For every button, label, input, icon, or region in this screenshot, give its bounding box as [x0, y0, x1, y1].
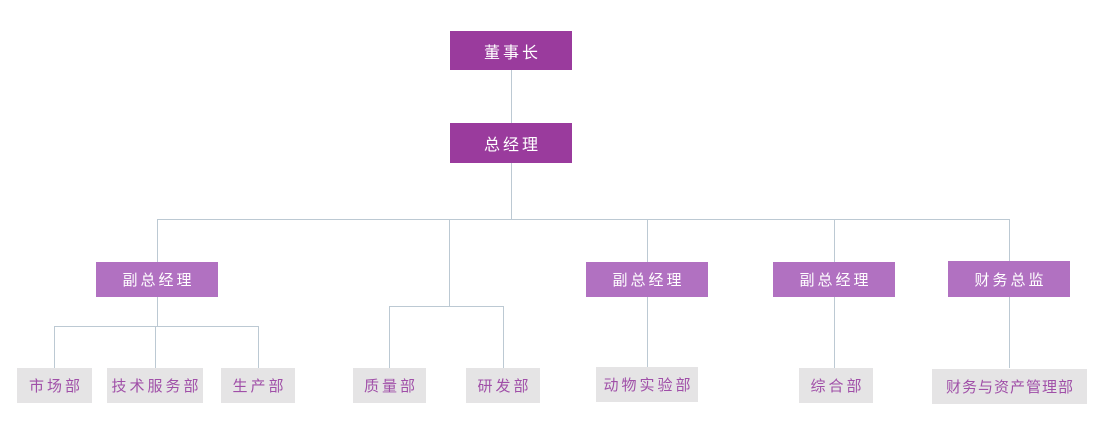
- connector-subrail1-tech-service: [155, 326, 156, 368]
- node-animal-lab-dept[interactable]: 动物实验部: [596, 367, 698, 402]
- connector-subrail1-marketing: [54, 326, 55, 368]
- connector-subrail-2: [389, 306, 503, 307]
- connector-subrail2-quality: [389, 306, 390, 368]
- node-quality-dept[interactable]: 质量部: [353, 368, 426, 403]
- node-marketing-dept[interactable]: 市场部: [17, 368, 92, 403]
- connector-deputy2-animal-lab: [647, 296, 648, 368]
- node-production-dept[interactable]: 生产部: [221, 368, 295, 403]
- node-tech-service-dept[interactable]: 技术服务部: [107, 368, 203, 403]
- connector-deputy1-subrail: [157, 297, 158, 326]
- connector-subrail1-production: [258, 326, 259, 368]
- node-general-affairs-dept[interactable]: 综合部: [799, 368, 873, 403]
- node-general-manager[interactable]: 总经理: [450, 123, 572, 163]
- connector-rail-deputy2: [647, 219, 648, 262]
- connector-subrail-1: [54, 326, 258, 327]
- connector-chairman-gm: [511, 70, 512, 123]
- connector-rail-finance-director: [1009, 219, 1010, 262]
- connector-main-rail: [157, 219, 1009, 220]
- node-rnd-dept[interactable]: 研发部: [466, 368, 540, 403]
- connector-findir-finance-asset: [1009, 297, 1010, 368]
- connector-rail-deputy3: [834, 219, 835, 262]
- connector-rail-deputy1: [157, 219, 158, 262]
- node-chairman[interactable]: 董事长: [450, 31, 572, 70]
- connector-rail-quality-group: [449, 219, 450, 306]
- node-deputy-gm-3[interactable]: 副总经理: [773, 262, 895, 297]
- connector-deputy3-general-affairs: [834, 297, 835, 368]
- node-finance-asset-dept[interactable]: 财务与资产管理部: [932, 369, 1087, 404]
- connector-gm-rail: [511, 163, 512, 219]
- node-deputy-gm-1[interactable]: 副总经理: [96, 262, 218, 297]
- node-finance-director[interactable]: 财务总监: [948, 261, 1070, 297]
- node-deputy-gm-2[interactable]: 副总经理: [586, 262, 708, 297]
- connector-subrail2-rnd: [503, 306, 504, 368]
